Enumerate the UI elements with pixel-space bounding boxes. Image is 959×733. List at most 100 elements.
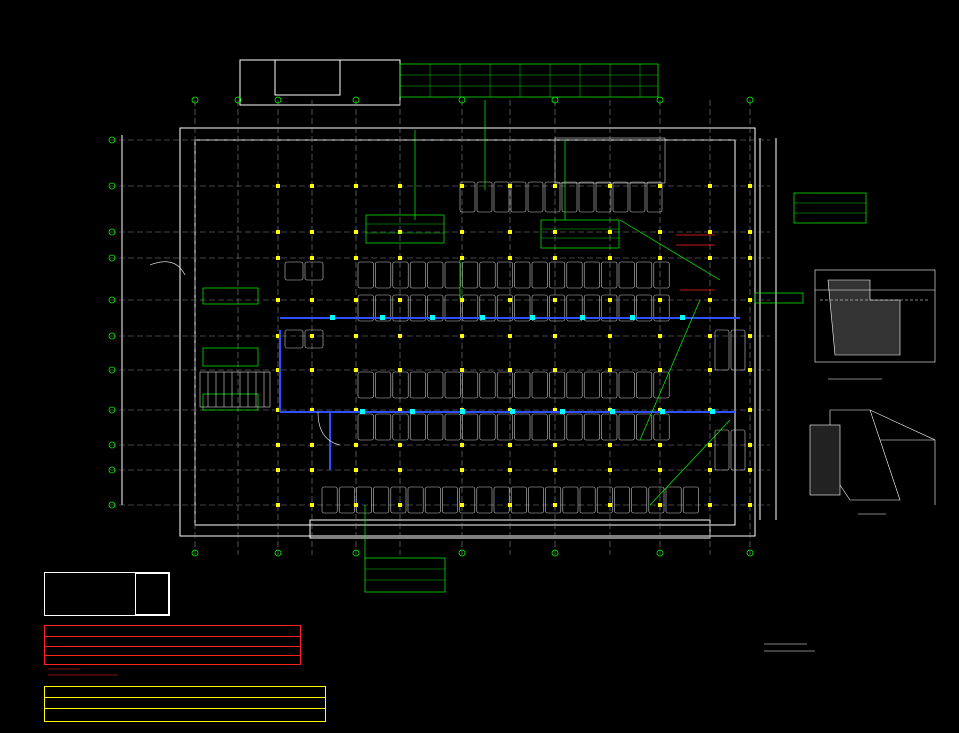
structural-column — [608, 503, 612, 507]
parking-stall — [514, 261, 531, 289]
structural-column — [460, 184, 464, 188]
structural-column — [276, 184, 280, 188]
parking-stall — [636, 294, 653, 322]
parking-stall — [730, 429, 746, 471]
red-notes — [48, 668, 118, 676]
parking-stall — [514, 413, 531, 441]
structural-column — [748, 334, 752, 338]
schedule-row-rule — [45, 655, 300, 656]
structural-column — [708, 184, 712, 188]
structural-column — [658, 256, 662, 260]
structural-column — [658, 230, 662, 234]
parking-stall — [601, 294, 618, 322]
structural-column — [748, 503, 752, 507]
parking-stall — [618, 294, 635, 322]
parking-stall — [583, 413, 600, 441]
structural-column — [708, 230, 712, 234]
parking-stall — [514, 371, 531, 399]
parking-stall — [375, 413, 392, 441]
parking-stall — [496, 294, 513, 322]
structural-column — [276, 368, 280, 372]
parking-stall — [493, 486, 510, 514]
parking-stall — [476, 486, 493, 514]
structural-column — [553, 298, 557, 302]
parking-stall — [531, 294, 548, 322]
parking-stall — [566, 371, 583, 399]
structural-column — [748, 368, 752, 372]
parking-stall — [510, 181, 527, 213]
structural-column — [508, 256, 512, 260]
structural-column — [708, 298, 712, 302]
duct-devices — [330, 315, 715, 414]
structural-column — [748, 184, 752, 188]
parking-stall — [579, 486, 596, 514]
structural-column — [354, 230, 358, 234]
parking-stall — [549, 261, 566, 289]
parking-stall — [566, 261, 583, 289]
structural-column — [708, 503, 712, 507]
structural-column — [310, 256, 314, 260]
parking-stall — [392, 294, 409, 322]
structural-column — [276, 503, 280, 507]
parking-stall — [357, 261, 374, 289]
structural-column — [508, 503, 512, 507]
schedule-header-rule — [45, 636, 300, 637]
parking-stall — [531, 413, 548, 441]
structural-column — [608, 298, 612, 302]
parking-stall — [357, 371, 374, 399]
structural-column — [508, 334, 512, 338]
parking-stall — [549, 413, 566, 441]
structural-column — [460, 334, 464, 338]
structural-column — [748, 230, 752, 234]
structural-column — [460, 230, 464, 234]
parking-stall — [409, 294, 426, 322]
structural-column — [398, 408, 402, 412]
parking-stall — [496, 261, 513, 289]
parking-stall — [595, 181, 612, 213]
parking-stall — [390, 486, 407, 514]
structural-column — [398, 468, 402, 472]
structural-column — [708, 368, 712, 372]
structural-column — [276, 443, 280, 447]
parking-stall — [304, 261, 324, 281]
parking-stall — [304, 329, 324, 349]
air-duct-runs — [279, 317, 740, 470]
structural-column — [310, 298, 314, 302]
parking-stall — [596, 486, 613, 514]
structural-column — [553, 468, 557, 472]
structural-column — [398, 503, 402, 507]
structural-column — [460, 256, 464, 260]
structural-column — [553, 184, 557, 188]
parking-stall — [629, 181, 646, 213]
parking-stall — [373, 486, 390, 514]
parking-stall — [562, 486, 579, 514]
parking-stall — [549, 371, 566, 399]
parking-stall — [653, 371, 670, 399]
structural-column — [658, 443, 662, 447]
parking-stall — [462, 413, 479, 441]
parking-stall — [618, 261, 635, 289]
parking-stall — [459, 486, 476, 514]
parking-stall — [444, 371, 461, 399]
parking-stall — [531, 261, 548, 289]
structural-column — [748, 443, 752, 447]
structural-column — [553, 503, 557, 507]
parking-stall — [284, 261, 304, 281]
parking-stall — [357, 294, 374, 322]
parking-stall — [566, 294, 583, 322]
parking-stall — [714, 329, 730, 371]
parking-stall — [375, 371, 392, 399]
parking-stall — [357, 413, 374, 441]
structural-column — [608, 468, 612, 472]
parking-stall — [665, 486, 682, 514]
structural-column — [708, 468, 712, 472]
structural-column — [276, 334, 280, 338]
structural-column — [508, 468, 512, 472]
parking-stall — [730, 329, 746, 371]
parking-stall — [618, 371, 635, 399]
parking-stall — [578, 181, 595, 213]
parking-stall — [392, 413, 409, 441]
parking-stall — [583, 261, 600, 289]
parking-stall — [618, 413, 635, 441]
